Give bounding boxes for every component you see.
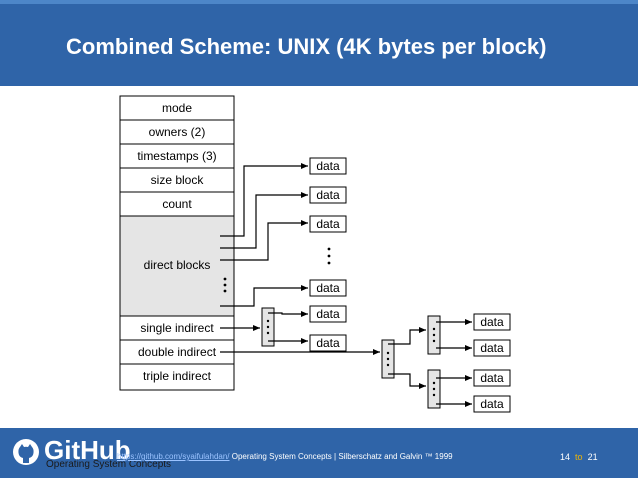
data-ellipsis: [327, 247, 331, 265]
slide-title: Combined Scheme: UNIX (4K bytes per bloc…: [66, 34, 547, 59]
field-direct-blocks: direct blocks: [144, 258, 211, 272]
data-block: [309, 186, 347, 204]
data-block: [473, 339, 511, 357]
data-block: [473, 395, 511, 413]
data-block: [309, 215, 347, 233]
data-label: data: [316, 188, 340, 202]
data-label: data: [316, 307, 340, 321]
page-to: to: [575, 452, 583, 462]
data-label: data: [316, 159, 340, 173]
field-mode: mode: [162, 101, 192, 115]
second-level-pointers: [436, 319, 472, 407]
page-current: 14: [560, 452, 571, 462]
single-indirect-index-block: [261, 307, 275, 347]
direct-pointers: [220, 163, 308, 307]
field-triple-indirect: triple indirect: [143, 369, 212, 383]
footer-bar: [0, 428, 638, 478]
field-double-indirect: double indirect: [138, 345, 217, 359]
data-label: data: [480, 397, 504, 411]
data-block: [473, 313, 511, 331]
data-label: data: [480, 315, 504, 329]
data-block: [309, 157, 347, 175]
double-level-pointers: [388, 327, 426, 389]
data-block: [309, 279, 347, 297]
footer-citation: Operating System Concepts | Silberschatz…: [231, 452, 453, 461]
footer-link[interactable]: https://github.com/syaifulahdan/: [117, 452, 230, 461]
data-block: [309, 334, 347, 352]
footer-credits: https://github.com/syaifulahdan/ Operati…: [117, 452, 453, 461]
data-label: data: [316, 281, 340, 295]
data-blocks-column-2: data data data data: [473, 313, 511, 413]
double-indirect-index-block: [381, 339, 395, 379]
data-block: [473, 369, 511, 387]
data-blocks-column-1: data data data data data data: [309, 157, 347, 352]
second-level-index-block-1: [427, 315, 441, 355]
data-label: data: [480, 341, 504, 355]
data-label: data: [316, 336, 340, 350]
field-single-indirect: single indirect: [140, 321, 214, 335]
github-octocat-icon: [13, 439, 39, 465]
data-label: data: [316, 217, 340, 231]
field-timestamps: timestamps (3): [137, 149, 216, 163]
data-block: [309, 305, 347, 323]
direct-ellipsis: [223, 277, 227, 293]
title-accent-line: [0, 0, 638, 4]
direct-blocks-area: [120, 216, 234, 316]
github-logo-text: GitHub: [44, 435, 131, 465]
field-size-block: size block: [151, 173, 205, 187]
data-label: data: [480, 371, 504, 385]
page-total: 21: [587, 452, 598, 462]
second-level-index-block-2: [427, 369, 441, 409]
field-owners: owners (2): [149, 125, 206, 139]
field-count: count: [162, 197, 192, 211]
title-bar: [0, 0, 638, 86]
inode-table: mode owners (2) timestamps (3) size bloc…: [119, 95, 235, 391]
footer-course-name: Operating System Concepts: [46, 459, 172, 470]
inode-outline: [119, 95, 235, 391]
page-indicator: 14 to 21: [560, 452, 598, 462]
single-indirect-pointers: [220, 311, 308, 344]
